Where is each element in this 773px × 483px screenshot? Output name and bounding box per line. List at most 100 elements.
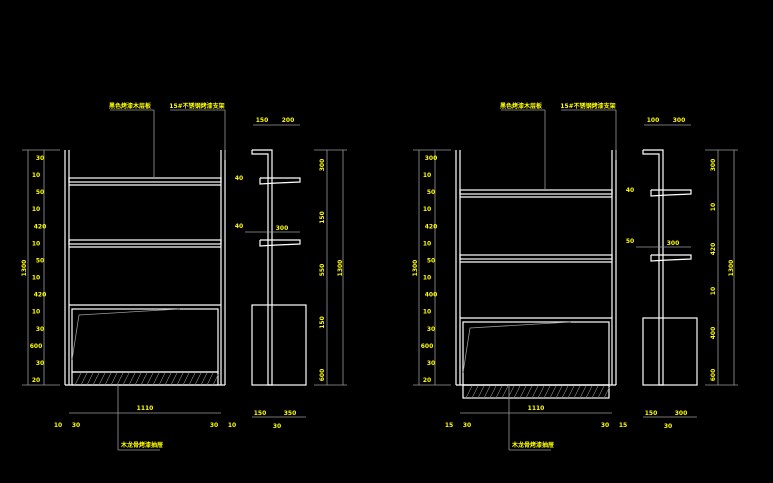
hatch: [98, 372, 106, 386]
hatch: [104, 372, 112, 386]
dim-side-height: 1300: [728, 260, 735, 277]
callout-base: 木龙骨烤漆抽屉: [511, 441, 554, 449]
dim-label: 300: [425, 155, 438, 162]
dim-label: 200: [282, 117, 295, 124]
hatch: [579, 385, 587, 399]
dim-label: 300: [675, 410, 688, 417]
dim-label: 600: [421, 343, 434, 350]
reflection-line: [462, 321, 572, 374]
dim-label: 30: [427, 360, 435, 367]
dim-label: 600: [30, 343, 43, 350]
hatch: [158, 372, 166, 386]
dim-label: 300: [276, 225, 289, 232]
hatch: [188, 372, 196, 386]
hatch: [176, 372, 184, 386]
dim-label: 10: [710, 203, 717, 211]
dim-label: 20: [32, 377, 40, 384]
hatch: [194, 372, 202, 386]
dim-label: 420: [34, 223, 47, 230]
hatch: [74, 372, 82, 386]
dim-label: 600: [319, 369, 326, 382]
drawer-base: [71, 371, 219, 386]
dim-label: 50: [427, 257, 435, 264]
side-shelf-2: [650, 254, 692, 262]
dim-label: 15: [619, 422, 627, 429]
dim-label: 10: [423, 172, 431, 179]
hatch: [549, 385, 557, 399]
drawer-base: [462, 384, 610, 399]
dim-label: 10: [32, 206, 40, 213]
dim-label: 550: [319, 264, 326, 277]
hatch: [206, 372, 214, 386]
dim-label: 50: [626, 238, 634, 245]
callout-bracket: 15#不锈钢烤漆支架: [560, 102, 615, 110]
hatch: [212, 372, 220, 386]
hatch: [122, 372, 130, 386]
dim-label: 40: [235, 175, 243, 182]
dim-label: 50: [36, 257, 44, 264]
hatch: [573, 385, 581, 399]
dim-side-height: 1300: [337, 260, 344, 277]
hatch: [501, 385, 509, 399]
dim-label: 10: [423, 206, 431, 213]
dim-label: 30: [427, 326, 435, 333]
callout-shelf: 黑色烤漆木层板: [109, 102, 152, 110]
dim-label: 30: [601, 422, 609, 429]
dim-label: 40: [626, 187, 634, 194]
dim-label: 30: [36, 360, 44, 367]
callout-shelf: 黑色烤漆木层板: [500, 102, 543, 110]
drawer-glass: [71, 308, 219, 373]
hatch: [465, 385, 473, 399]
callout-bracket: 15#不锈钢烤漆支架: [169, 102, 224, 110]
hatch: [152, 372, 160, 386]
dim-label: 30: [273, 423, 281, 430]
dim-label: 150: [254, 410, 267, 417]
dim-label: 300: [710, 159, 717, 172]
shelf-2: [459, 254, 613, 260]
dim-width: 1110: [137, 405, 154, 412]
dim-label: 420: [710, 243, 717, 256]
hatch: [164, 372, 172, 386]
hatch: [597, 385, 605, 399]
hatch: [170, 372, 178, 386]
dim-total-height: 1300: [412, 260, 419, 277]
dim-label: 420: [425, 223, 438, 230]
dim-label: 15: [445, 422, 453, 429]
hatch: [86, 372, 94, 386]
callout-base: 木龙骨烤漆抽屉: [120, 441, 163, 449]
hatch: [477, 385, 485, 399]
dim-label: 20: [423, 377, 431, 384]
shelf-2: [68, 239, 222, 245]
hatch: [182, 372, 190, 386]
hatch: [110, 372, 118, 386]
dim-label: 10: [32, 275, 40, 282]
dim-label: 300: [667, 240, 680, 247]
hatch: [519, 385, 527, 399]
dim-label: 10: [423, 275, 431, 282]
dim-label: 50: [427, 189, 435, 196]
dim-label: 150: [319, 211, 326, 224]
hatch: [537, 385, 545, 399]
hatch: [134, 372, 142, 386]
dim-label: 40: [235, 223, 243, 230]
dim-width: 1110: [528, 405, 545, 412]
dim-label: 150: [256, 117, 269, 124]
dim-label: 150: [645, 410, 658, 417]
side-base-box: [251, 304, 307, 386]
dim-label: 30: [463, 422, 471, 429]
hatch: [513, 385, 521, 399]
dim-label: 400: [710, 327, 717, 340]
hatch: [483, 385, 491, 399]
hatch: [80, 372, 88, 386]
side-shelf-1: [259, 177, 301, 185]
dim-label: 400: [425, 292, 438, 299]
dim-total-height: 1300: [21, 260, 28, 277]
hatch: [525, 385, 533, 399]
side-shelf-2: [259, 239, 301, 247]
dim-label: 30: [36, 326, 44, 333]
hatch: [591, 385, 599, 399]
hatch: [140, 372, 148, 386]
dim-label: 10: [32, 240, 40, 247]
